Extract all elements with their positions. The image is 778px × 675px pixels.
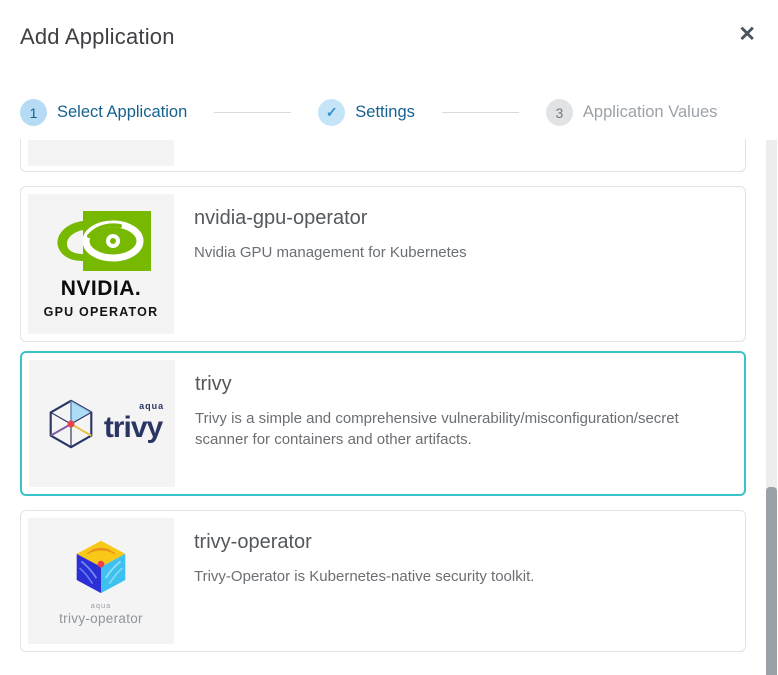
app-card-trivy[interactable]: aqua trivy trivy Trivy is a simple and c… xyxy=(20,351,746,496)
app-description: Trivy-Operator is Kubernetes-native secu… xyxy=(194,568,535,585)
aqua-label: aqua xyxy=(139,400,165,411)
scrollbar-thumb[interactable] xyxy=(766,487,777,675)
close-icon[interactable]: ✕ xyxy=(738,23,756,46)
nvidia-gpu-operator-logo: NVIDIA. GPU OPERATOR xyxy=(28,194,174,334)
modal-title: Add Application xyxy=(20,24,175,49)
trivy-operator-wordmark: trivy-operator xyxy=(59,610,143,626)
step-settings[interactable]: ✓ Settings xyxy=(318,99,415,126)
stepper-connector xyxy=(441,112,519,113)
trivy-operator-logo: aqua trivy-operator xyxy=(28,518,174,644)
scrollbar-track[interactable] xyxy=(766,140,777,675)
app-name: nvidia-gpu-operator xyxy=(194,207,368,229)
step-1-badge: 1 xyxy=(20,99,47,126)
app-card-nvidia-gpu-operator[interactable]: NVIDIA. GPU OPERATOR nvidia-gpu-operator… xyxy=(20,186,746,342)
trivy-logo: aqua trivy xyxy=(29,360,175,487)
app-card-partial[interactable] xyxy=(20,139,746,172)
step-1-label: Select Application xyxy=(57,103,188,121)
nvidia-wordmark: NVIDIA. xyxy=(60,277,142,300)
step-2-label: Settings xyxy=(355,103,415,121)
trivy-hexagon-icon xyxy=(49,399,93,448)
trivy-operator-cube-icon xyxy=(76,540,126,593)
stepper-connector xyxy=(214,112,292,113)
gpu-operator-label: GPU OPERATOR xyxy=(43,305,159,319)
step-2-check-icon: ✓ xyxy=(318,99,346,126)
step-3-label: Application Values xyxy=(582,103,718,121)
app-name: trivy xyxy=(195,373,232,395)
step-application-values: 3 Application Values xyxy=(545,99,718,126)
app-name: trivy-operator xyxy=(194,531,312,553)
app-card-trivy-operator[interactable]: aqua trivy-operator trivy-operator Trivy… xyxy=(20,510,746,652)
step-select-application[interactable]: 1 Select Application xyxy=(20,99,187,126)
nvidia-eye-icon xyxy=(57,211,151,271)
app-description: Nvidia GPU management for Kubernetes xyxy=(194,244,467,261)
app-description: Trivy is a simple and comprehensive vuln… xyxy=(195,410,679,448)
app-logo-placeholder xyxy=(28,140,174,166)
aqua-label: aqua xyxy=(90,600,112,610)
wizard-stepper: 1 Select Application ✓ Settings 3 Applic… xyxy=(20,99,758,126)
trivy-wordmark: aqua trivy xyxy=(103,400,165,444)
step-3-badge: 3 xyxy=(545,99,573,126)
